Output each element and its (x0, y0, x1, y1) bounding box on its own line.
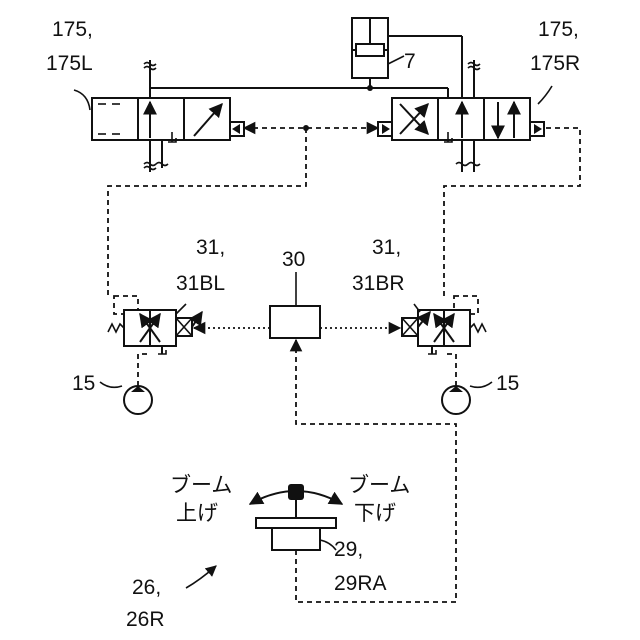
pilot-right-label-1: 31, (372, 236, 401, 259)
lever-label-2: 26R (126, 608, 165, 631)
sensor-label-2: 29RA (334, 572, 387, 595)
boom-down-label-2: 下げ (354, 501, 396, 525)
control-valve-left (92, 60, 244, 172)
pump-left-leader (100, 382, 122, 387)
valve-left-label-2: 175L (46, 52, 93, 75)
sensor-label-1: 29, (334, 538, 363, 561)
boom-up-label-1: ブーム (170, 473, 232, 497)
operation-lever (250, 484, 342, 550)
pilot-left-label-1: 31, (196, 236, 225, 259)
pump-left (124, 354, 152, 414)
valve-right-label-2: 175R (530, 52, 580, 75)
pump-right-leader (470, 382, 492, 387)
lever-label-1: 26, (132, 576, 161, 599)
valve-right-leader (538, 86, 552, 104)
lever-leader (186, 566, 216, 588)
pilot-valve-right (402, 296, 486, 354)
valve-left-leader (74, 90, 90, 110)
pilot-right-label-2: 31BR (352, 272, 405, 295)
valve-right-label-1: 175, (538, 18, 579, 41)
controller-label: 30 (282, 248, 305, 271)
cylinder-leader (388, 56, 404, 64)
controller-box (270, 306, 320, 338)
sensor-signal-line (296, 340, 456, 602)
boom-up-label-2: 上げ (176, 501, 218, 525)
pump-right-label: 15 (496, 372, 519, 395)
pump-left-label: 15 (72, 372, 95, 395)
pilot-valve-left (108, 296, 202, 354)
cylinder-label: 7 (404, 50, 416, 73)
boom-down-label-1: ブーム (348, 473, 410, 497)
valve-left-label-1: 175, (52, 18, 93, 41)
pump-right (442, 354, 470, 414)
pilot-left-label-2: 31BL (176, 272, 225, 295)
